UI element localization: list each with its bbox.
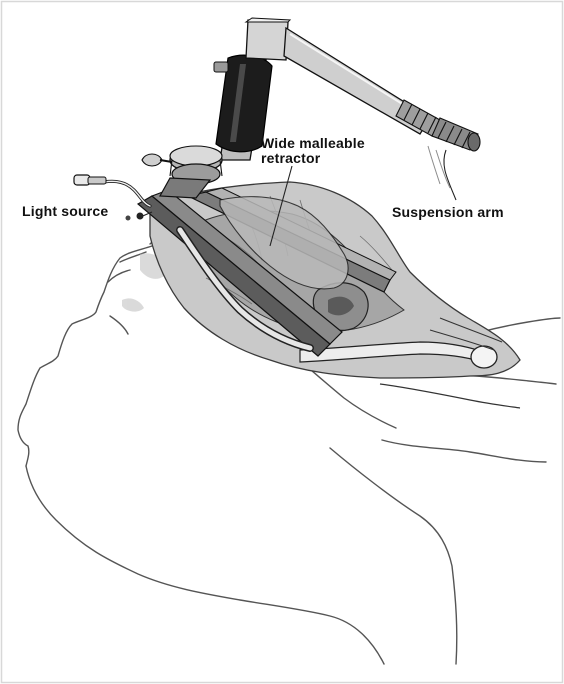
retractor-label-line2: retractor <box>261 151 365 166</box>
light-source-label: Light source <box>22 204 108 219</box>
wide-malleable-retractor-label: Wide malleable retractor <box>261 136 365 166</box>
retractor-label-line1: Wide malleable <box>261 136 365 151</box>
suspension-arm-label: Suspension arm <box>392 205 504 220</box>
